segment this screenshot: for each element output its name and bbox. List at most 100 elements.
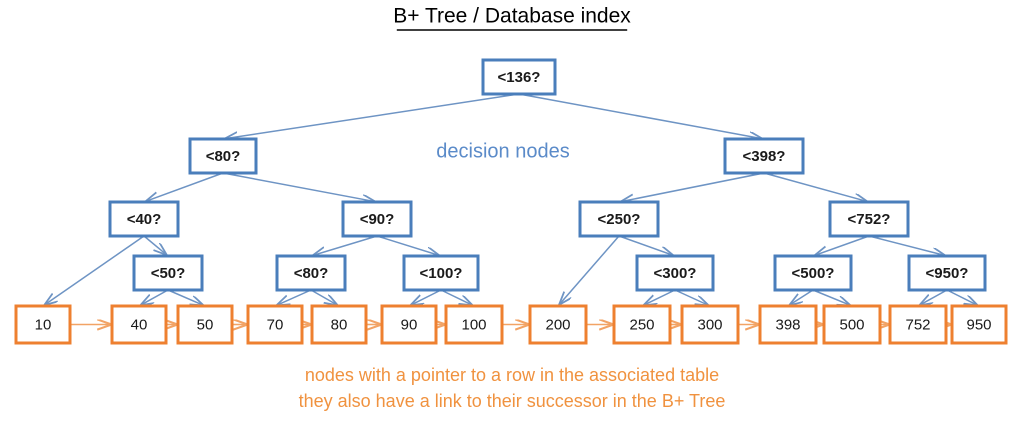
decision-node-label: <500?	[792, 265, 835, 282]
decision-node-box[interactable]	[635, 254, 715, 292]
decision-node-label: <136?	[498, 69, 541, 86]
decision-node-box[interactable]	[341, 200, 413, 238]
leaf-node-label: 90	[401, 316, 418, 333]
tree-edge	[226, 93, 520, 139]
decision-node-box[interactable]	[828, 200, 910, 238]
leaf-node-box[interactable]	[758, 304, 818, 345]
tree-edge	[147, 172, 224, 201]
leaf-node-box[interactable]	[176, 304, 234, 345]
tree-edge	[142, 289, 169, 305]
decision-node-label: <250?	[598, 211, 641, 228]
tree-edges-group	[45, 93, 976, 305]
leaf-node-box[interactable]	[950, 304, 1008, 345]
leaf-node-box[interactable]	[680, 304, 740, 345]
tree-edge	[518, 93, 761, 138]
leaf-node-398[interactable]: 398	[758, 304, 818, 345]
leaf-node-label: 70	[267, 316, 284, 333]
leaf-node-label: 10	[35, 316, 52, 333]
decision-node-136[interactable]: <136?	[481, 58, 557, 96]
tree-edge	[763, 172, 866, 201]
leaf-node-box[interactable]	[822, 304, 882, 345]
tree-edge	[314, 235, 378, 255]
decision-node-box[interactable]	[132, 254, 204, 292]
tree-edge	[376, 235, 438, 255]
tree-edge	[618, 235, 672, 255]
tree-edge	[791, 289, 814, 304]
leaf-node-label: 50	[197, 316, 214, 333]
decision-node-box[interactable]	[108, 200, 180, 238]
decision-node-box[interactable]	[723, 137, 805, 175]
decision-node-box[interactable]	[578, 200, 660, 238]
leaf-node-box[interactable]	[888, 304, 948, 345]
decision-node-500[interactable]: <500?	[773, 254, 853, 292]
decision-node-label: <752?	[848, 211, 891, 228]
decision-node-label: <80?	[206, 148, 241, 165]
decision-node-label: <100?	[420, 265, 463, 282]
decision-node-80[interactable]: <80?	[188, 137, 258, 175]
decision-node-90[interactable]: <90?	[341, 200, 413, 238]
decision-nodes-label: decision nodes	[436, 140, 569, 162]
leaf-node-80[interactable]: 80	[310, 304, 368, 345]
decision-node-300[interactable]: <300?	[635, 254, 715, 292]
tree-edge	[816, 235, 870, 255]
decision-node-80[interactable]: <80?	[275, 254, 347, 292]
tree-edge	[674, 289, 707, 305]
tree-edge	[812, 289, 849, 305]
decision-node-100[interactable]: <100?	[402, 254, 480, 292]
leaf-node-box[interactable]	[310, 304, 368, 345]
leaf-node-90[interactable]: 90	[380, 304, 438, 345]
leaf-node-box[interactable]	[444, 304, 504, 345]
decision-node-box[interactable]	[275, 254, 347, 292]
decision-node-label: <300?	[654, 265, 697, 282]
leaf-node-box[interactable]	[612, 304, 672, 345]
leaf-node-950[interactable]: 950	[950, 304, 1008, 345]
leaf-caption-line-2: they also have a link to their successor…	[299, 391, 726, 411]
leaf-node-box[interactable]	[14, 304, 72, 345]
leaf-node-box[interactable]	[380, 304, 438, 345]
decision-node-label: <80?	[294, 265, 329, 282]
decision-nodes-group: <136? <80? <398? <40? <90? <250? <752? <50? <80?…	[108, 58, 987, 292]
leaf-node-752[interactable]: 752	[888, 304, 948, 345]
leaf-node-70[interactable]: 70	[246, 304, 304, 345]
decision-node-label: <398?	[743, 148, 786, 165]
leaf-node-label: 40	[131, 316, 148, 333]
leaf-nodes-group: 10 40 50 70 80 90 100 200 250 300 398 500 752 950	[14, 304, 1008, 345]
leaf-node-box[interactable]	[110, 304, 168, 345]
tree-edge	[45, 235, 145, 304]
leaf-node-250[interactable]: 250	[612, 304, 672, 345]
leaf-node-40[interactable]: 40	[110, 304, 168, 345]
decision-node-box[interactable]	[481, 58, 557, 96]
decision-node-label: <950?	[926, 265, 969, 282]
leaf-node-label: 200	[545, 316, 570, 333]
decision-node-box[interactable]	[188, 137, 258, 175]
leaf-node-100[interactable]: 100	[444, 304, 504, 345]
decision-node-250[interactable]: <250?	[578, 200, 660, 238]
decision-node-50[interactable]: <50?	[132, 254, 204, 292]
leaf-node-label: 100	[461, 316, 486, 333]
decision-node-950[interactable]: <950?	[907, 254, 987, 292]
decision-node-box[interactable]	[773, 254, 853, 292]
leaf-node-10[interactable]: 10	[14, 304, 72, 345]
tree-edge	[222, 172, 374, 201]
leaf-caption-line-1: nodes with a pointer to a row in the ass…	[305, 365, 719, 385]
decision-node-box[interactable]	[402, 254, 480, 292]
decision-node-398[interactable]: <398?	[723, 137, 805, 175]
leaf-node-label: 500	[839, 316, 864, 333]
annotations-group: decision nodes nodes with a pointer to a …	[299, 140, 726, 410]
leaf-node-500[interactable]: 500	[822, 304, 882, 345]
leaf-node-label: 250	[629, 316, 654, 333]
leaf-node-label: 80	[331, 316, 348, 333]
leaf-node-50[interactable]: 50	[176, 304, 234, 345]
decision-node-752[interactable]: <752?	[828, 200, 910, 238]
leaf-node-300[interactable]: 300	[680, 304, 740, 345]
decision-node-40[interactable]: <40?	[108, 200, 180, 238]
leaf-node-label: 300	[697, 316, 722, 333]
leaf-node-200[interactable]: 200	[528, 304, 588, 345]
tree-edge	[946, 289, 976, 305]
leaf-node-label: 752	[905, 316, 930, 333]
tree-edge	[921, 289, 948, 305]
leaf-node-box[interactable]	[528, 304, 588, 345]
leaf-node-box[interactable]	[246, 304, 304, 345]
decision-node-box[interactable]	[907, 254, 987, 292]
